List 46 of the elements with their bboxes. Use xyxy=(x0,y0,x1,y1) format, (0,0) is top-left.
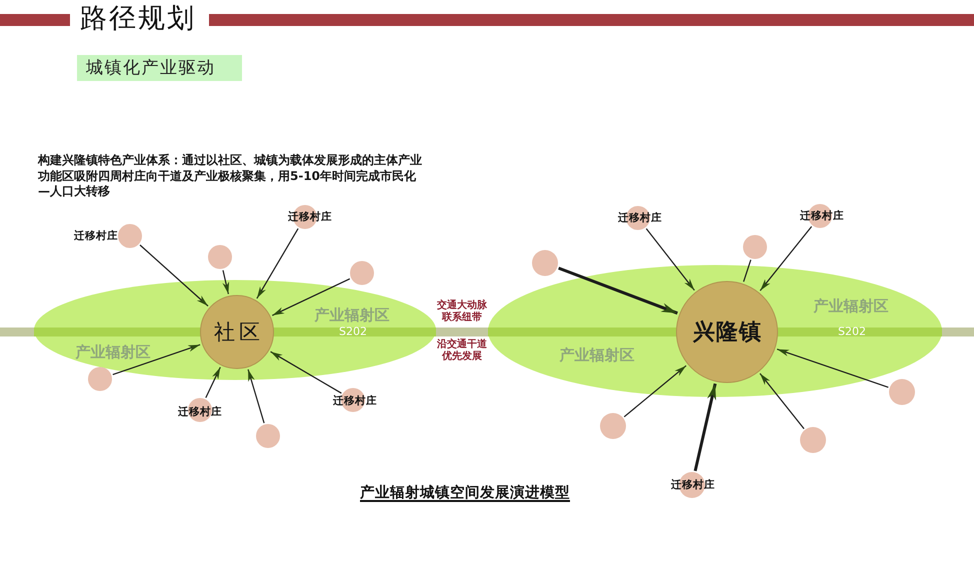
arrow xyxy=(256,228,299,299)
zone-label: 产业辐射区 xyxy=(314,306,390,324)
village-circle xyxy=(350,261,374,285)
section-box: 城镇化产业驱动 xyxy=(77,55,242,81)
road-name: S202 xyxy=(838,326,866,338)
village-circle xyxy=(600,413,626,439)
village-circle xyxy=(208,245,232,269)
arrow xyxy=(270,351,342,394)
zone-label: 产业辐射区 xyxy=(560,346,634,364)
arrow xyxy=(694,383,717,472)
hub-circle: 社区 xyxy=(200,295,274,369)
village-label: 迁移村庄 xyxy=(671,479,715,491)
village-circle xyxy=(743,235,767,259)
arrow xyxy=(222,270,230,294)
description-text: 构建兴隆镇特色产业体系：通过以社区、城镇为载体发展形成的主体产业功能区吸附四周村庄向干道及产业极核聚集，用5-10年时间完成市民化—人口大转移 xyxy=(38,153,423,200)
note-text: 沿交通干道优先发展 xyxy=(436,339,488,363)
village-circle xyxy=(88,367,112,391)
note-text: 交通大动脉联系纽带 xyxy=(436,300,488,324)
zone-label: 产业辐射区 xyxy=(76,343,150,361)
village-label: 迁移村庄 xyxy=(618,212,662,224)
village-circle xyxy=(889,379,915,405)
diagram-caption: 产业辐射城镇空间发展演进模型 xyxy=(360,484,570,502)
page-title: 路径规划 xyxy=(80,2,196,36)
village-label: 迁移村庄 xyxy=(800,210,844,222)
arrow xyxy=(624,365,686,418)
connector-line xyxy=(743,260,752,282)
arrow xyxy=(205,366,221,398)
village-circle xyxy=(800,427,826,453)
arrow xyxy=(776,348,888,388)
arrow xyxy=(272,278,350,316)
arrow xyxy=(646,228,695,291)
arrow xyxy=(558,266,678,315)
arrow xyxy=(248,369,265,424)
zone-label: 产业辐射区 xyxy=(814,297,888,315)
village-label: 迁移村庄 xyxy=(288,211,332,223)
hub-circle: 兴隆镇 xyxy=(676,281,778,383)
arrow xyxy=(140,244,208,306)
arrow xyxy=(760,373,804,430)
village-circle xyxy=(256,424,280,448)
road-name: S202 xyxy=(339,326,367,338)
village-label: 迁移村庄 xyxy=(74,230,118,242)
village-circle xyxy=(532,250,558,276)
arrow xyxy=(112,344,200,376)
village-label: 迁移村庄 xyxy=(333,395,377,407)
village-label: 迁移村庄 xyxy=(178,406,222,418)
arrow xyxy=(760,226,812,291)
